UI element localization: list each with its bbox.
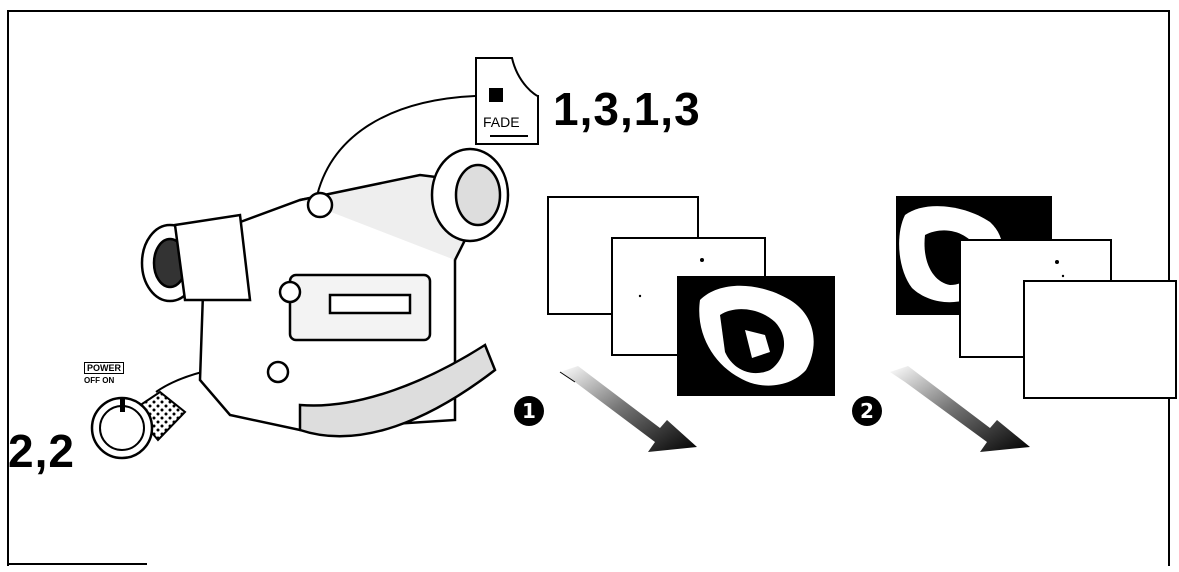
fade-sequence-2 bbox=[897, 197, 1176, 398]
fade-step-numbers: 1,3,1,3 bbox=[553, 86, 701, 132]
arrow-down-right-icon bbox=[890, 366, 1030, 452]
frame-white bbox=[1024, 281, 1176, 398]
power-dial-positions: OFF ON bbox=[84, 376, 114, 385]
step-badge-2: 2 bbox=[852, 396, 882, 426]
power-dial-icon bbox=[92, 392, 185, 458]
fade-button-label: FADE bbox=[483, 114, 520, 130]
power-dial-label: POWER bbox=[84, 362, 124, 374]
arrow-down-right-icon bbox=[560, 366, 697, 452]
fade-button-icon bbox=[476, 58, 538, 144]
camcorder-icon bbox=[142, 149, 508, 436]
fade-sequence-1 bbox=[548, 197, 834, 395]
power-step-numbers: 2,2 bbox=[8, 428, 75, 474]
step-badge-1: 1 bbox=[514, 396, 544, 426]
